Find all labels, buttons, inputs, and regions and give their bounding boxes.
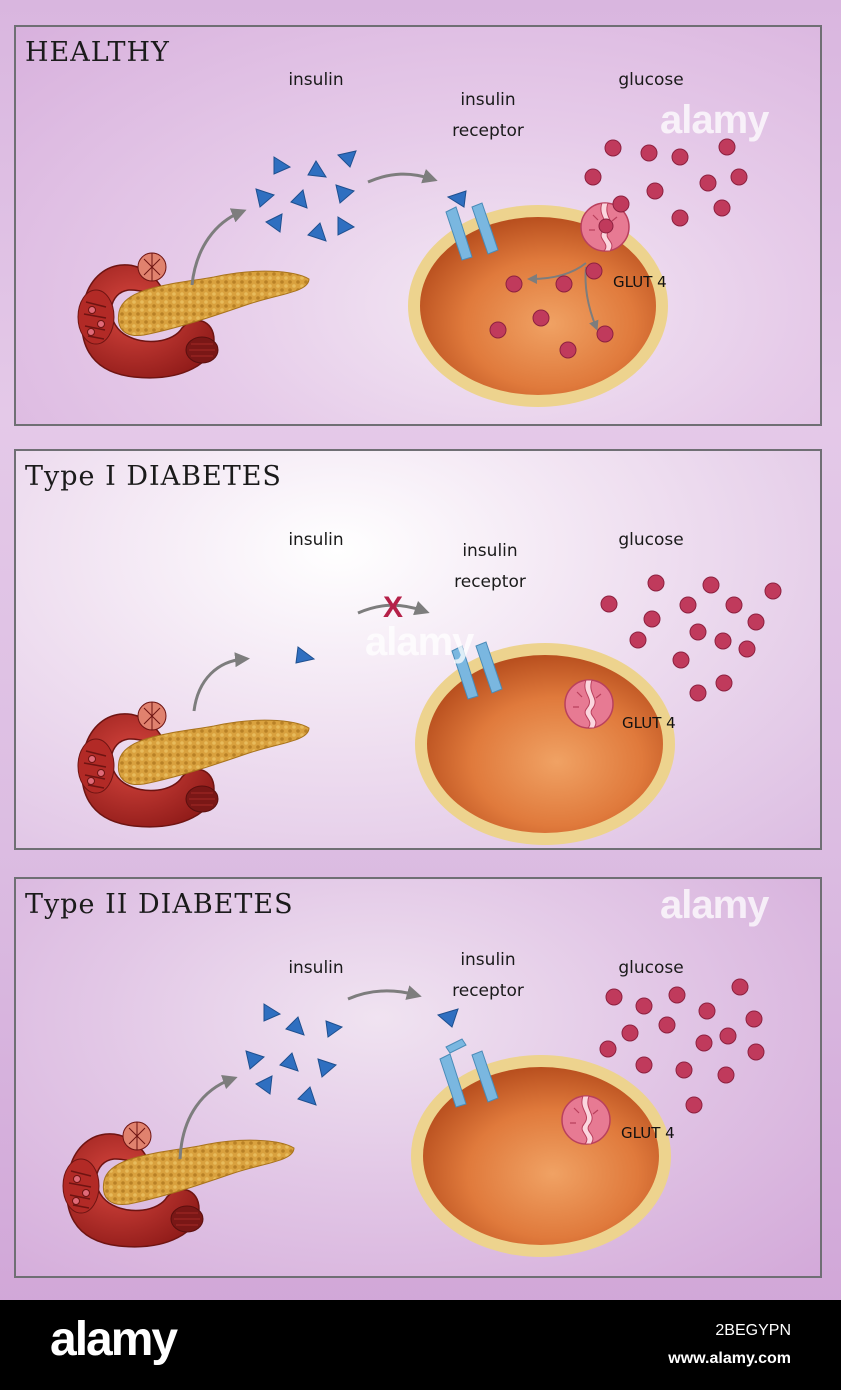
- glut4-label: GLUT 4: [622, 714, 676, 732]
- footer-bar: alamy 2BEGYPN www.alamy.com: [0, 1300, 841, 1390]
- panel-type1: Type I DIABETES X insulin insulin recept…: [14, 449, 822, 850]
- healthy-illustration: [77, 138, 748, 407]
- footer-url[interactable]: www.alamy.com: [668, 1350, 791, 1367]
- receptor-label-line2: receptor: [452, 121, 524, 141]
- glut4-label: GLUT 4: [621, 1124, 675, 1142]
- insulin-label: insulin: [288, 958, 344, 978]
- block-mark: X: [383, 591, 403, 624]
- binding-arrow: [347, 985, 422, 1001]
- release-arrow: [192, 652, 250, 712]
- release-arrow: [178, 1074, 238, 1160]
- insulin-receptor-icon: [439, 1038, 499, 1108]
- insulin-molecules: [255, 150, 357, 242]
- type2-illustration: [62, 978, 765, 1257]
- insulin-receptor-icon: [445, 190, 499, 261]
- glucose-molecules: [599, 978, 765, 1114]
- insulin-label: insulin: [288, 530, 344, 550]
- watermark: alamy: [660, 98, 769, 142]
- type1-illustration: X: [77, 574, 782, 845]
- image-id: 2BEGYPN: [715, 1322, 791, 1339]
- glucose-label: glucose: [618, 958, 684, 978]
- panel-title: Type II DIABETES: [25, 889, 294, 920]
- panel-title: Type I DIABETES: [25, 461, 282, 492]
- glut4-label: GLUT 4: [613, 273, 667, 291]
- insulin-molecules: [245, 1003, 344, 1106]
- footer-logo[interactable]: alamy: [50, 1313, 178, 1366]
- insulin-unbound: [436, 1008, 459, 1028]
- receptor-label-line2: receptor: [452, 981, 524, 1001]
- panel-healthy: HEALTHY: [14, 25, 822, 426]
- panel-type2: Type II DIABETES: [14, 877, 822, 1278]
- watermark: alamy: [365, 620, 474, 664]
- glut4-icon: [561, 1095, 611, 1145]
- glucose-molecules: [489, 138, 748, 359]
- receptor-label-line2: receptor: [454, 572, 526, 592]
- release-arrow: [190, 208, 247, 286]
- receptor-label-line1: insulin: [460, 90, 516, 110]
- glucose-label: glucose: [618, 70, 684, 90]
- glucose-label: glucose: [618, 530, 684, 550]
- panel-title: HEALTHY: [25, 37, 170, 68]
- cell-body: [420, 217, 656, 395]
- insulin-receptor-icon: [451, 641, 503, 700]
- receptor-label-line1: insulin: [460, 950, 516, 970]
- insulin-molecule: [295, 646, 316, 664]
- glucose-molecules: [600, 574, 782, 702]
- binding-arrow: [367, 169, 438, 184]
- binding-arrow: [357, 600, 430, 616]
- insulin-label: insulin: [288, 70, 344, 90]
- pancreas-icon: [77, 701, 310, 828]
- pancreas-icon: [62, 1121, 295, 1248]
- receptor-label-line1: insulin: [462, 541, 518, 561]
- glut4-icon: [564, 679, 614, 729]
- watermark: alamy: [660, 883, 769, 927]
